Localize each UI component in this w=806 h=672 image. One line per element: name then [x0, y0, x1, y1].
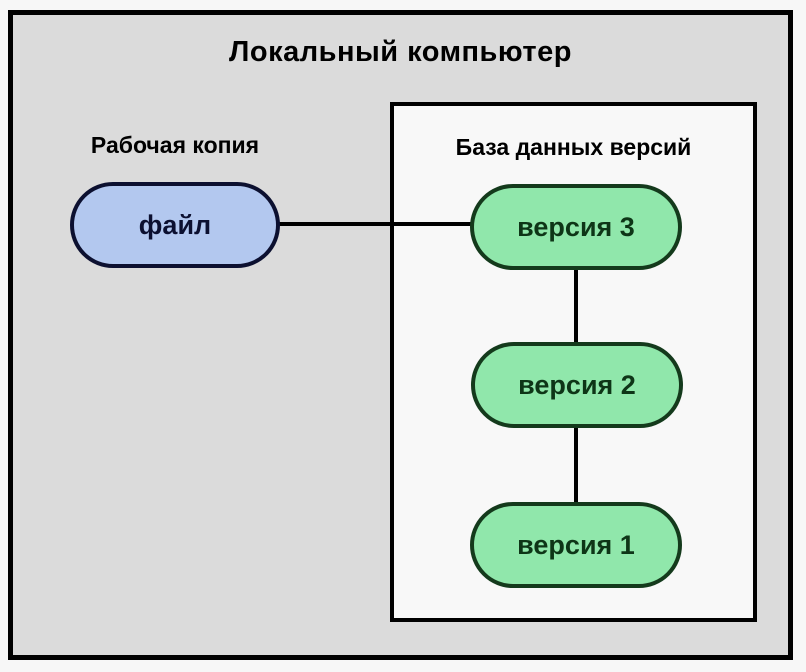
node-version-3: версия 3	[470, 184, 682, 270]
node-version-1: версия 1	[470, 502, 682, 588]
node-version-2: версия 2	[471, 342, 683, 428]
working-copy-label: Рабочая копия	[90, 132, 260, 158]
node-file: файл	[70, 182, 280, 268]
diagram-title: Локальный компьютер	[229, 36, 572, 68]
connector-file-to-version3	[278, 222, 474, 226]
version-database-label: База данных версий	[455, 134, 692, 160]
